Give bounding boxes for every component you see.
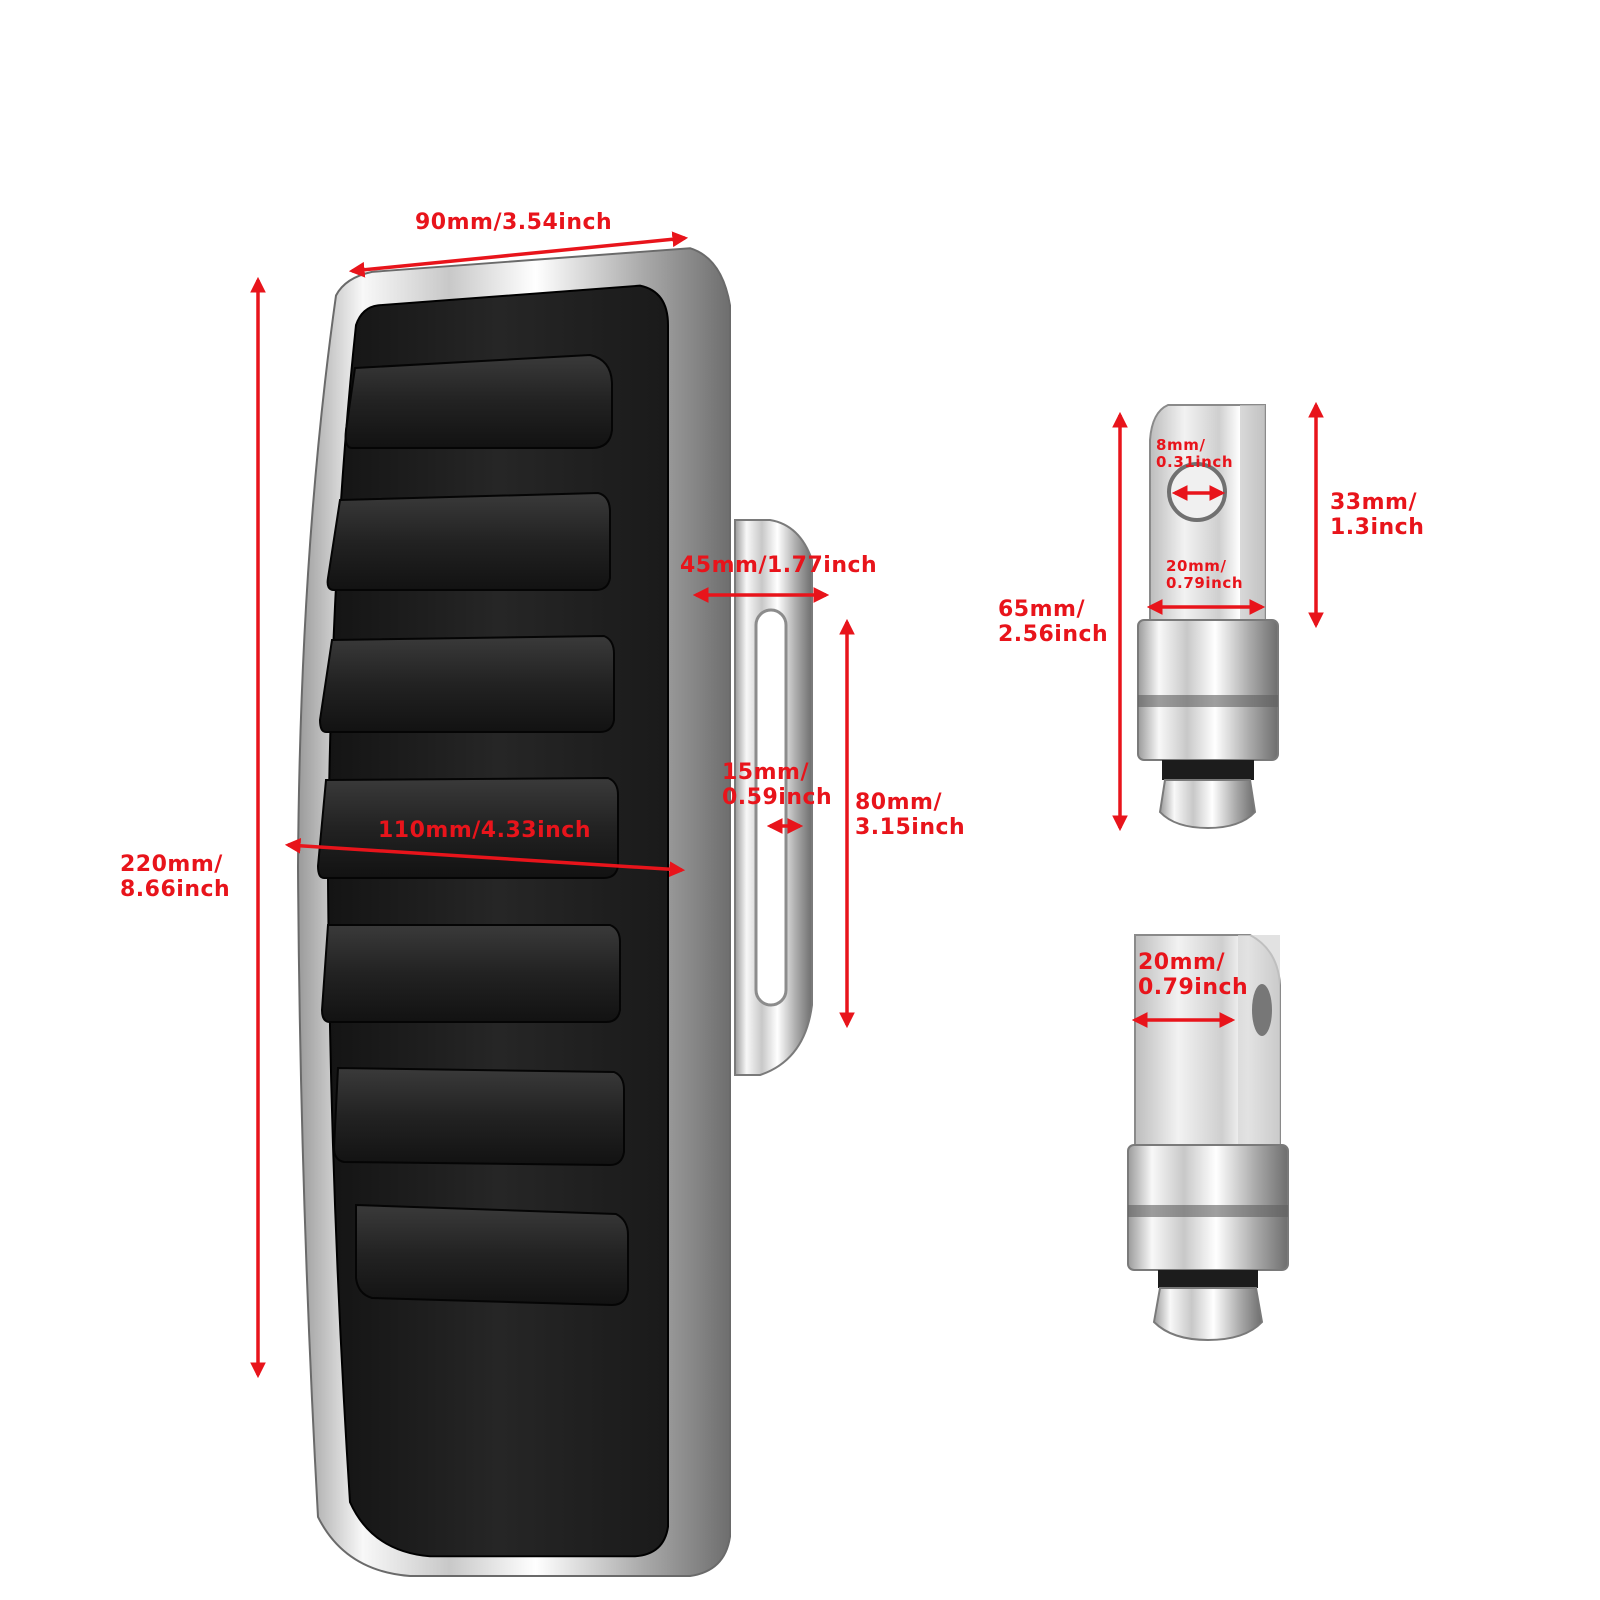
label-bracket-height: 80mm/ 3.15inch — [855, 790, 966, 841]
mount-peg-2 — [1127, 934, 1289, 1342]
dimension-arrows — [250, 231, 1324, 1379]
arrow-90mm — [348, 231, 689, 278]
label-bracket-slot-width: 15mm/ 0.59inch — [722, 760, 833, 811]
rubber-pad — [326, 284, 669, 1558]
label-mount-top-width: 20mm/ 0.79inch — [1166, 557, 1244, 593]
arrow-110mm — [284, 837, 686, 878]
mounting-bracket — [734, 519, 813, 1076]
label-footboard-mid-width: 110mm/4.33inch — [378, 818, 591, 843]
label-mount2-width: 20mm/ 0.79inch — [1138, 950, 1249, 1001]
label-mount-hole-diameter: 8mm/ 0.31inch — [1156, 436, 1234, 472]
label-footboard-width: 90mm/3.54inch — [415, 210, 613, 235]
label-footboard-length: 220mm/ 8.66inch — [120, 852, 231, 903]
bracket-slot — [754, 608, 788, 1007]
label-bracket-depth: 45mm/1.77inch — [680, 553, 878, 578]
mount-peg-1 — [1137, 404, 1279, 830]
footboard — [296, 247, 813, 1577]
label-mount-total-height: 65mm/ 2.56inch — [998, 597, 1109, 648]
label-mount-upper-height: 33mm/ 1.3inch — [1330, 490, 1425, 541]
